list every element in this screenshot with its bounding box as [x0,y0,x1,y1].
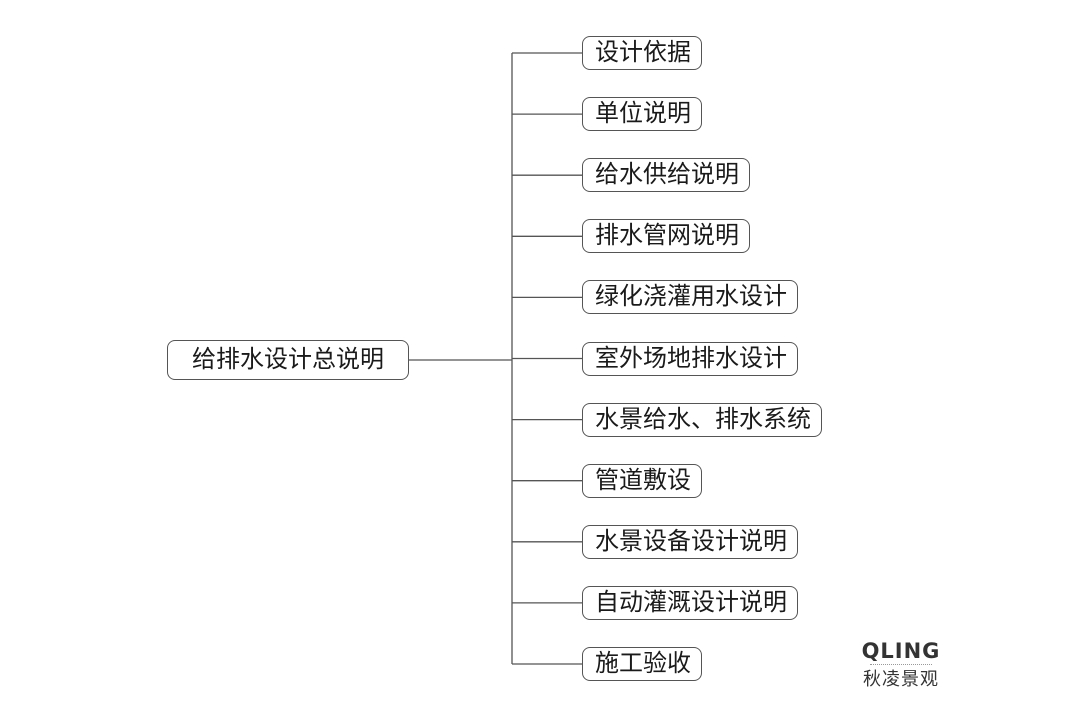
branch-node: 施工验收 [582,647,702,681]
branch-node: 自动灌溉设计说明 [582,585,798,620]
branch-node: 给水供给说明 [582,158,750,193]
branch-node: 单位说明 [582,97,702,132]
qling-logo: QLING 秋凌景观 [856,640,946,690]
root-node: 给排水设计总说明 [167,340,409,380]
logo-name: 秋凌景观 [863,669,939,690]
logo-divider [870,664,932,667]
branch-node: 设计依据 [582,36,702,70]
logo-brand: QLING [861,639,941,663]
branch-node: 水景设备设计说明 [582,524,798,559]
branch-node: 排水管网说明 [582,219,750,254]
branch-node: 管道敷设 [582,463,702,498]
branch-node: 室外场地排水设计 [582,341,798,376]
branch-node: 水景给水、排水系统 [582,402,822,437]
branch-node: 绿化浇灌用水设计 [582,280,798,315]
